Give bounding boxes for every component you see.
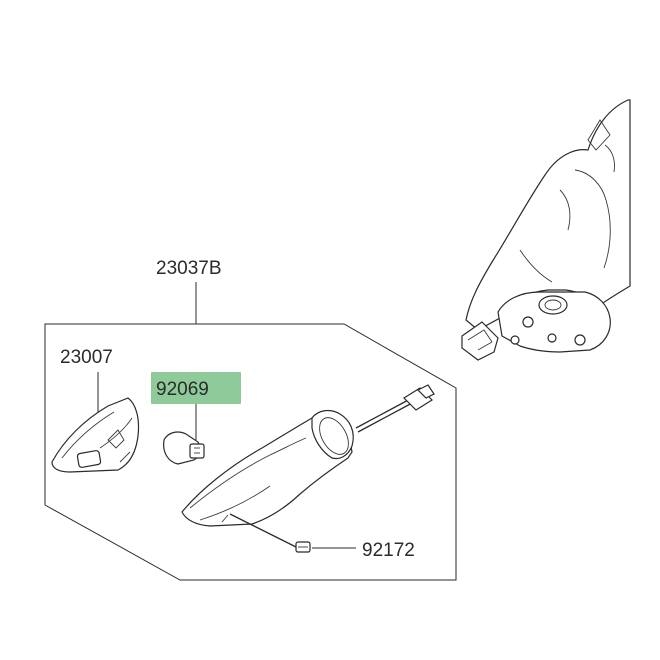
part-label-23037b: 23037B — [156, 258, 222, 279]
fairing-bracket-drawing — [461, 99, 631, 361]
part-label-92172: 92172 — [362, 540, 415, 561]
bulb-drawing — [163, 431, 205, 465]
turn-signal-body-drawing — [181, 409, 354, 527]
part-highlight — [151, 372, 241, 404]
assembly-boundary — [44, 323, 457, 581]
wire-harness — [355, 384, 435, 433]
part-label-92069: 92069 — [156, 379, 209, 400]
screw-drawing — [229, 513, 311, 553]
lens-cover-drawing — [51, 397, 140, 473]
part-label-23007: 23007 — [60, 347, 113, 368]
